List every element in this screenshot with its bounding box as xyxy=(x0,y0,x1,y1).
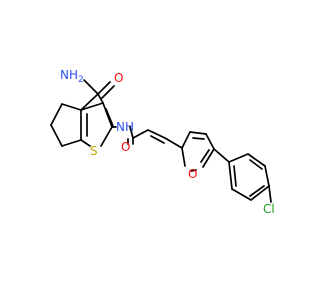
bond xyxy=(100,126,113,147)
bond xyxy=(97,93,104,104)
structure-diagram: NH2 O NH S O O Cl xyxy=(50,68,275,216)
bond xyxy=(250,185,270,201)
bond xyxy=(202,148,215,168)
bond xyxy=(205,133,215,150)
bond xyxy=(228,153,249,163)
bond xyxy=(231,188,252,201)
atom-labels: NH2 O NH S O O Cl xyxy=(60,68,275,216)
thiophene-sulfur-label: S xyxy=(90,144,98,158)
bond xyxy=(101,85,115,99)
bond xyxy=(132,129,149,139)
bonds xyxy=(50,79,272,203)
bond xyxy=(61,103,82,111)
acryl-oxygen-label: O xyxy=(121,140,130,154)
bond xyxy=(50,124,63,147)
bond xyxy=(129,126,134,139)
bond xyxy=(181,131,191,149)
bond xyxy=(61,139,82,147)
bond xyxy=(80,102,104,111)
chlorine-label: Cl xyxy=(263,202,275,216)
bond xyxy=(264,165,270,187)
amide-oxygen-label: O xyxy=(114,71,123,85)
bond xyxy=(192,137,205,140)
bond xyxy=(147,129,166,139)
bond xyxy=(105,108,114,127)
bond xyxy=(190,169,197,172)
bond xyxy=(150,135,165,144)
bond xyxy=(97,81,111,95)
molecule-canvas: NH2 O NH S O O Cl xyxy=(50,68,275,216)
bond xyxy=(249,159,263,170)
bond xyxy=(233,165,237,187)
bond xyxy=(189,131,207,135)
bond xyxy=(102,102,113,128)
amide-nh2-label: NH2 xyxy=(60,68,84,85)
bond xyxy=(213,148,230,163)
bond xyxy=(247,153,266,167)
bond xyxy=(83,79,99,95)
bond xyxy=(228,161,233,190)
linker-nh-label: NH xyxy=(116,120,134,134)
bond xyxy=(268,185,272,203)
bond xyxy=(164,137,183,149)
bond xyxy=(181,147,186,167)
bond xyxy=(80,139,91,147)
furan-oxygen-label: O xyxy=(188,167,197,181)
bond xyxy=(249,185,265,197)
bond xyxy=(200,149,210,163)
bond xyxy=(50,103,63,126)
bond xyxy=(80,93,99,111)
